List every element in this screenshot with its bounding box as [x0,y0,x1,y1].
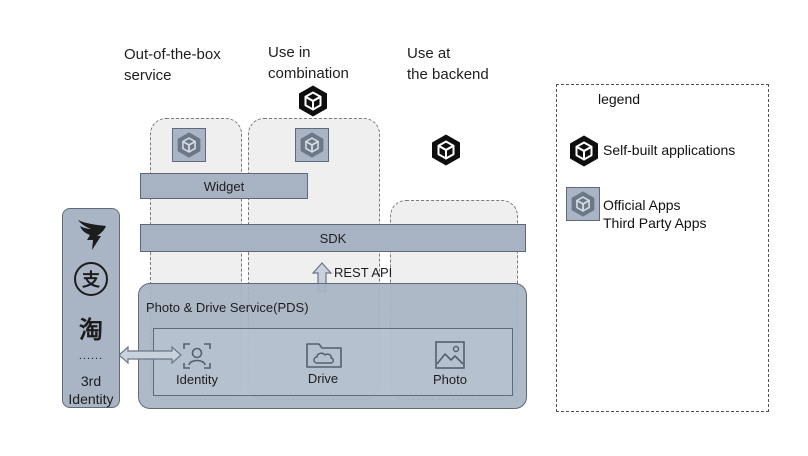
legend-official-tile [566,187,600,221]
legend-title: legend [598,91,641,107]
column-title-out-of-the-box: Out-of-the-box service [124,46,221,84]
service-photo: Photo [433,372,467,387]
sdk-layer: SDK [140,224,526,252]
image-icon [435,341,465,369]
hexagon-cube-icon [570,190,596,218]
cloud-folder-icon [306,343,342,368]
third-party-identity-panel [62,208,120,408]
identity-card-icon [183,343,211,369]
hexagon-cube-icon [568,134,600,168]
legend-official: Official Apps Third Party Apps [603,197,707,231]
service-drive: Drive [307,371,339,386]
official-app-tile [172,128,206,162]
alipay-icon: 支 [74,262,108,296]
hexagon-cube-icon [297,84,329,118]
pds-title: Photo & Drive Service(PDS) [146,300,309,315]
hexagon-cube-icon [299,131,325,159]
hexagon-cube-icon [430,133,462,167]
widget-layer: Widget [140,173,308,199]
legend-box [556,84,769,412]
column-title-backend: Use at the backend [407,45,489,83]
identity-ellipsis: ...... [78,350,104,362]
official-app-tile [295,128,329,162]
identity-panel-label: 3rd Identity [68,373,114,407]
service-identity: Identity [176,372,218,387]
widget-label: Widget [203,178,245,194]
taobao-glyph: 淘 [79,316,103,344]
double-arrow-icon [118,346,182,364]
dingtalk-icon [78,220,106,250]
legend-self-built: Self-built applications [603,142,736,158]
sdk-label: SDK [319,230,347,246]
column-title-combination: Use in combination [268,44,349,82]
taobao-icon: 淘 [74,310,108,345]
hexagon-cube-icon [176,131,202,159]
alipay-glyph: 支 [82,270,100,291]
rest-api-label: REST API [334,265,393,280]
